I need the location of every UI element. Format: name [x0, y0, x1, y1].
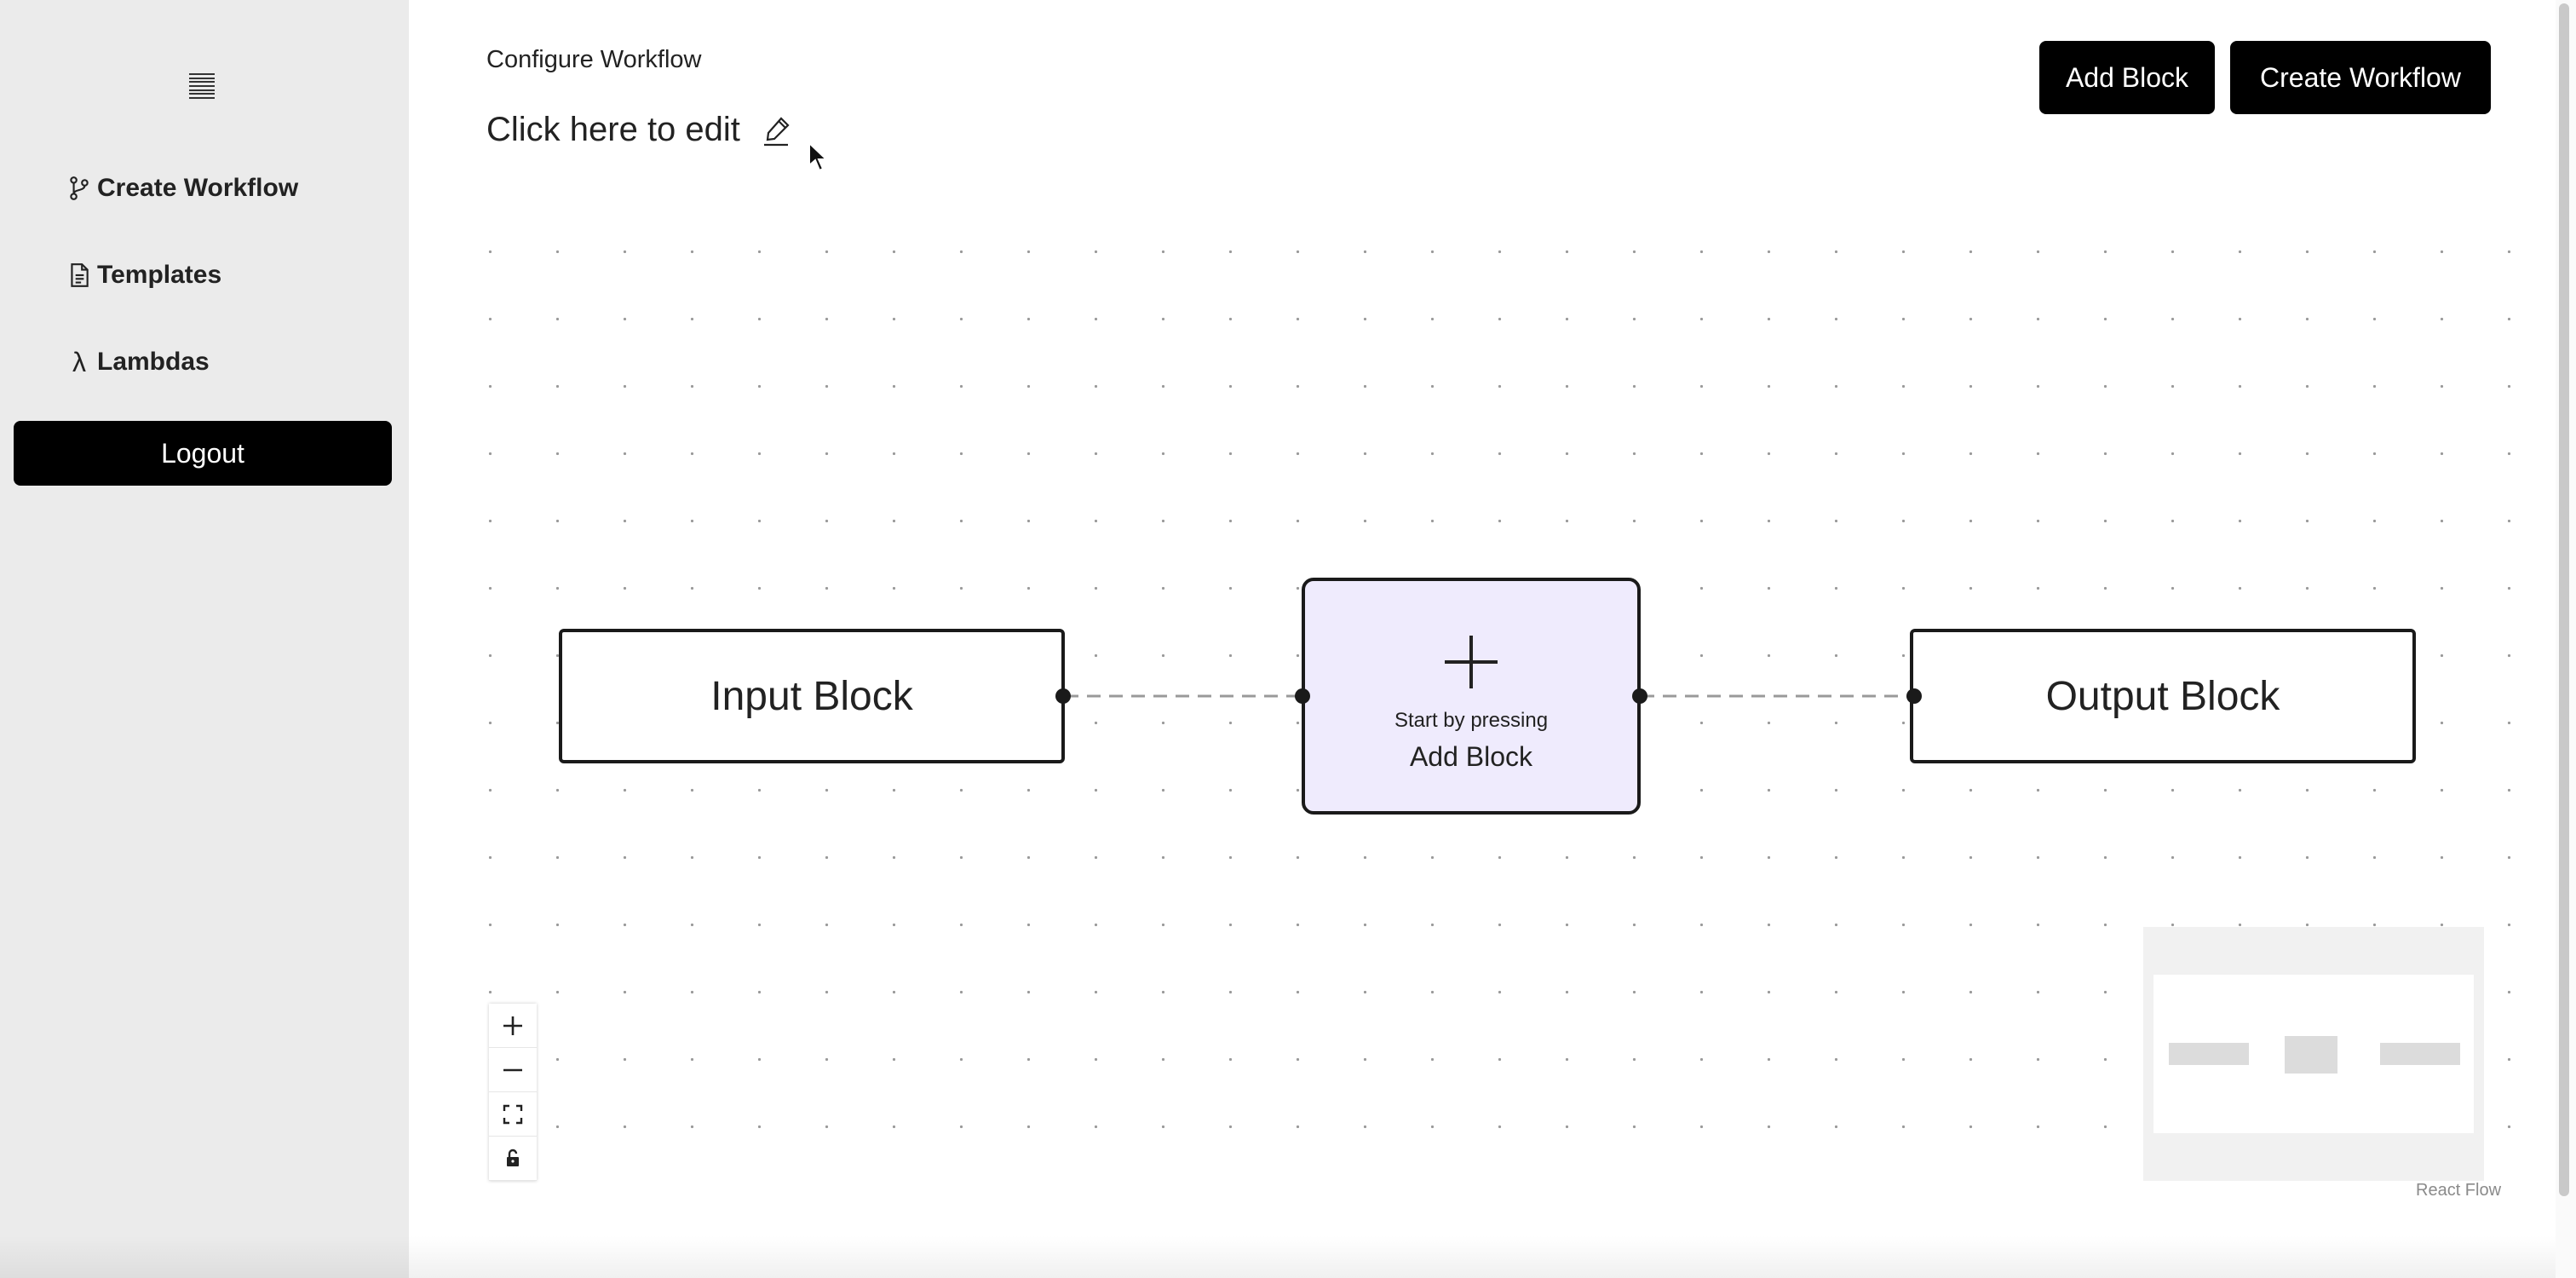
- node-label: Output Block: [2045, 673, 2280, 719]
- zoom-out-icon[interactable]: [489, 1048, 537, 1092]
- logout-button[interactable]: Logout: [14, 421, 392, 486]
- sidebar-item-templates[interactable]: Templates: [68, 261, 221, 290]
- node-hint: Start by pressing: [1394, 708, 1549, 732]
- sidebar: Create Workflow Templates λ Lambdas Logo…: [0, 0, 409, 1278]
- plus-icon: [1445, 635, 1498, 688]
- git-branch-icon: [68, 176, 90, 201]
- minimap-node-output: [2380, 1043, 2460, 1065]
- lambda-icon: λ: [72, 347, 86, 377]
- mouse-cursor-icon: [808, 141, 829, 172]
- sidebar-item-label: Templates: [97, 261, 222, 289]
- sidebar-item-create-workflow[interactable]: Create Workflow: [68, 174, 298, 203]
- page-subtitle: Configure Workflow: [486, 46, 702, 73]
- minimap[interactable]: [2143, 927, 2484, 1181]
- add-block-node[interactable]: Start by pressing Add Block: [1302, 578, 1641, 815]
- fit-view-icon[interactable]: [489, 1092, 537, 1137]
- workflow-title[interactable]: Click here to edit: [486, 111, 740, 148]
- sidebar-item-label: Lambdas: [97, 348, 210, 376]
- pencil-icon[interactable]: [762, 113, 796, 147]
- flow-controls: [489, 1004, 537, 1181]
- minimap-node-add: [2285, 1036, 2337, 1074]
- scrollbar-thumb[interactable]: [2559, 3, 2569, 1196]
- output-node-handle[interactable]: [1906, 688, 1922, 704]
- sidebar-item-lambdas[interactable]: λ Lambdas: [68, 348, 210, 377]
- add-node-target-handle[interactable]: [1295, 688, 1310, 704]
- file-icon: [68, 262, 90, 288]
- input-node-handle[interactable]: [1055, 688, 1071, 704]
- add-node-source-handle[interactable]: [1632, 688, 1647, 704]
- create-workflow-button[interactable]: Create Workflow: [2230, 41, 2491, 114]
- sidebar-item-label: Create Workflow: [97, 174, 299, 202]
- hamburger-icon[interactable]: [189, 73, 215, 99]
- add-block-button[interactable]: Add Block: [2039, 41, 2215, 114]
- input-block-node[interactable]: Input Block: [559, 629, 1065, 763]
- output-block-node[interactable]: Output Block: [1910, 629, 2416, 763]
- node-label: Input Block: [710, 673, 913, 719]
- react-flow-attribution[interactable]: React Flow: [2416, 1181, 2502, 1200]
- lock-icon[interactable]: [489, 1137, 537, 1181]
- node-action-label: Add Block: [1409, 740, 1533, 772]
- zoom-in-icon[interactable]: [489, 1004, 537, 1048]
- workflow-title-editor[interactable]: Click here to edit: [486, 111, 796, 149]
- minimap-node-input: [2169, 1043, 2249, 1065]
